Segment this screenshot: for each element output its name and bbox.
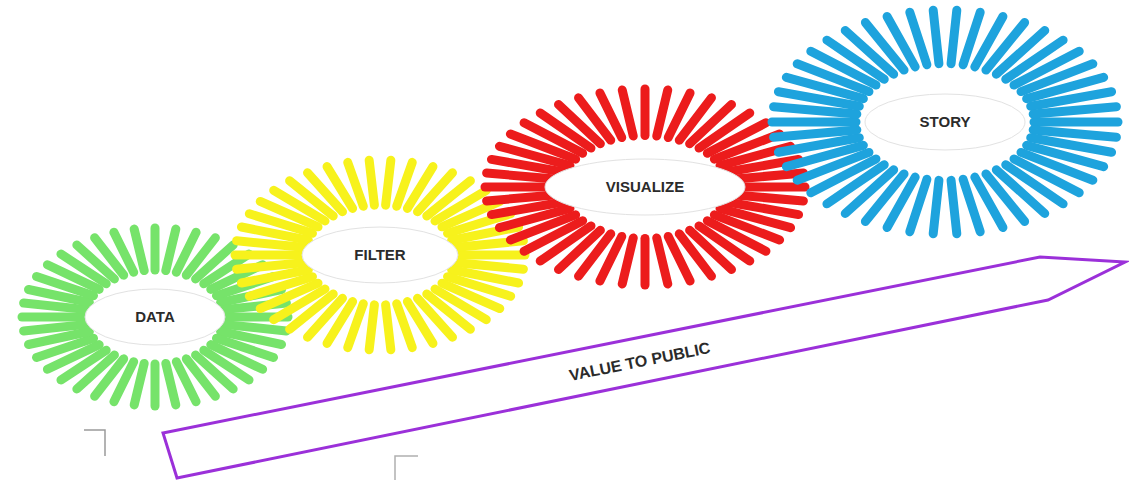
burst-ray bbox=[951, 10, 957, 63]
burst-ray bbox=[235, 251, 305, 260]
label-ellipse bbox=[85, 289, 225, 345]
burst-ray bbox=[397, 304, 413, 348]
burst-ray bbox=[641, 239, 650, 286]
starburst-node: VISUALIZE bbox=[472, 76, 818, 298]
burst-ray bbox=[455, 251, 525, 260]
burst-ray bbox=[386, 160, 391, 205]
burst-ray bbox=[151, 364, 160, 406]
corner-bracket bbox=[84, 430, 105, 456]
burst-ray bbox=[910, 12, 927, 64]
stage-label: DATA bbox=[135, 308, 174, 326]
burst-ray bbox=[386, 305, 391, 350]
arrow-outline bbox=[163, 257, 1125, 478]
label-ellipse bbox=[302, 227, 458, 283]
burst-ray bbox=[668, 236, 690, 281]
burst-ray bbox=[369, 160, 374, 205]
burst-ray bbox=[24, 324, 87, 331]
burst-ray bbox=[134, 229, 144, 270]
stage-label: STORY bbox=[920, 113, 971, 131]
burst-ray bbox=[151, 228, 160, 270]
burst-ray bbox=[600, 93, 622, 138]
burst-ray bbox=[951, 180, 957, 233]
burst-ray bbox=[369, 305, 374, 350]
starburst-node: FILTER bbox=[222, 147, 538, 363]
starburst-node: STORY bbox=[759, 0, 1129, 247]
label-ellipse bbox=[865, 94, 1025, 150]
burst-ray bbox=[657, 90, 668, 136]
burst-ray bbox=[114, 232, 134, 272]
burst-ray bbox=[166, 363, 176, 404]
burst-ray bbox=[1034, 118, 1118, 127]
burst-ray bbox=[772, 118, 856, 127]
stage-label: VISUALIZE bbox=[606, 178, 684, 196]
burst-ray bbox=[641, 89, 650, 136]
burst-ray bbox=[176, 362, 196, 402]
burst-ray bbox=[348, 162, 364, 206]
burst-ray bbox=[774, 130, 857, 137]
burst-ray bbox=[933, 180, 939, 233]
burst-ray bbox=[134, 363, 144, 404]
burst-ray bbox=[1033, 107, 1116, 114]
burst-ray bbox=[166, 229, 176, 270]
label-ellipse bbox=[545, 159, 745, 215]
burst-ray bbox=[657, 238, 668, 284]
corner-bracket bbox=[395, 456, 418, 480]
burst-ray bbox=[963, 179, 980, 231]
burst-ray bbox=[622, 238, 633, 284]
burst-ray bbox=[933, 10, 939, 63]
burst-ray bbox=[22, 313, 86, 322]
burst-ray bbox=[622, 90, 633, 136]
stage-label: FILTER bbox=[354, 246, 405, 264]
burst-ray bbox=[237, 262, 306, 269]
